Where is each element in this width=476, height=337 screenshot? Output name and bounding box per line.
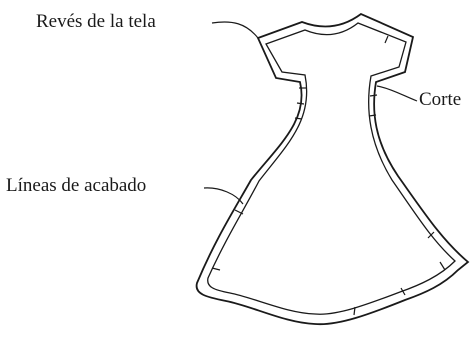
leader-line-finish-lines — [203, 187, 244, 205]
label-finish-lines: Líneas de acabado — [6, 175, 147, 196]
tick-mark — [400, 287, 406, 296]
leader-line-wrong-side — [211, 21, 259, 39]
outer-cut-line — [195, 12, 470, 326]
tick-mark — [211, 267, 221, 271]
leader-lines — [203, 21, 418, 205]
leader-line-cut — [376, 85, 418, 102]
label-cut: Corte — [419, 89, 462, 110]
tick-mark — [353, 306, 356, 316]
tick-mark — [369, 94, 378, 97]
inner-finish-line — [207, 22, 456, 315]
label-wrong-side: Revés de la tela — [36, 11, 156, 32]
tick-mark — [439, 261, 446, 271]
seam-tick-marks — [211, 35, 446, 316]
tick-mark — [234, 209, 244, 215]
tick-mark — [384, 35, 389, 44]
tick-mark — [368, 114, 377, 117]
tick-mark — [427, 231, 435, 239]
tick-mark — [294, 117, 303, 120]
tick-mark — [296, 102, 305, 105]
